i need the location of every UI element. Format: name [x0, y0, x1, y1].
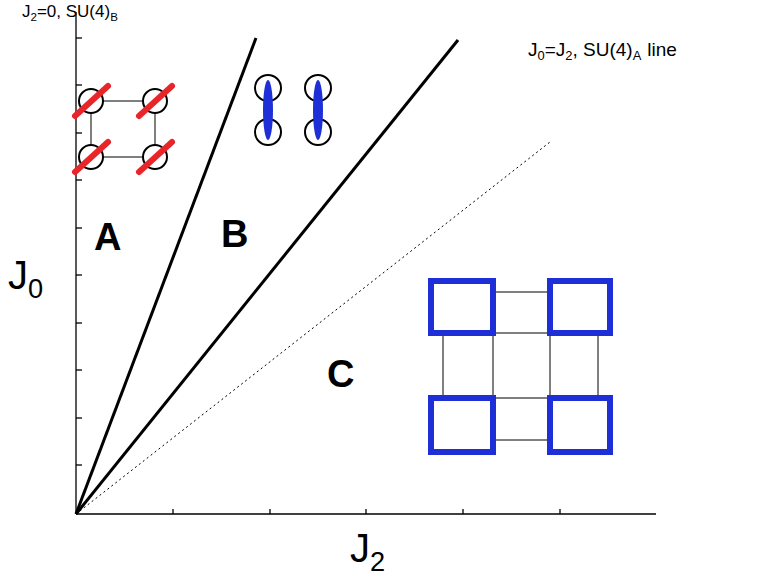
label-text: C — [327, 353, 354, 395]
axis-label: J0 — [8, 255, 43, 295]
label-text: , SU(4) — [572, 39, 632, 60]
subscript: 2 — [370, 546, 385, 577]
label-text: J — [8, 253, 28, 297]
neel-icon — [75, 86, 172, 172]
subscript: 2 — [31, 11, 37, 23]
label-text: J — [350, 526, 370, 570]
phase-boundary — [76, 38, 458, 514]
label-text: B — [221, 213, 248, 255]
label-text: A — [94, 216, 121, 258]
subscript: 0 — [538, 48, 545, 63]
label-text: =0, SU(4) — [37, 2, 110, 21]
label-text: J — [22, 2, 31, 21]
axes — [76, 12, 656, 514]
line-note: J0=J2, SU(4)Aline — [528, 40, 677, 59]
su4-line — [76, 142, 550, 514]
axis-label: J2 — [350, 528, 385, 568]
label-text: line — [647, 39, 677, 60]
subscript: 2 — [565, 48, 572, 63]
label-text: =J — [545, 39, 566, 60]
plaquette-icon — [431, 281, 610, 452]
label-text: J — [528, 39, 538, 60]
phase-name: A — [94, 218, 121, 256]
phase-name: B — [221, 215, 248, 253]
axis-note: J2=0, SU(4)B — [22, 3, 118, 20]
dimer-icon — [255, 75, 331, 145]
subscript: A — [633, 48, 642, 63]
subscript: B — [110, 11, 118, 23]
subscript: 0 — [28, 273, 43, 304]
phase-name: C — [327, 355, 354, 393]
